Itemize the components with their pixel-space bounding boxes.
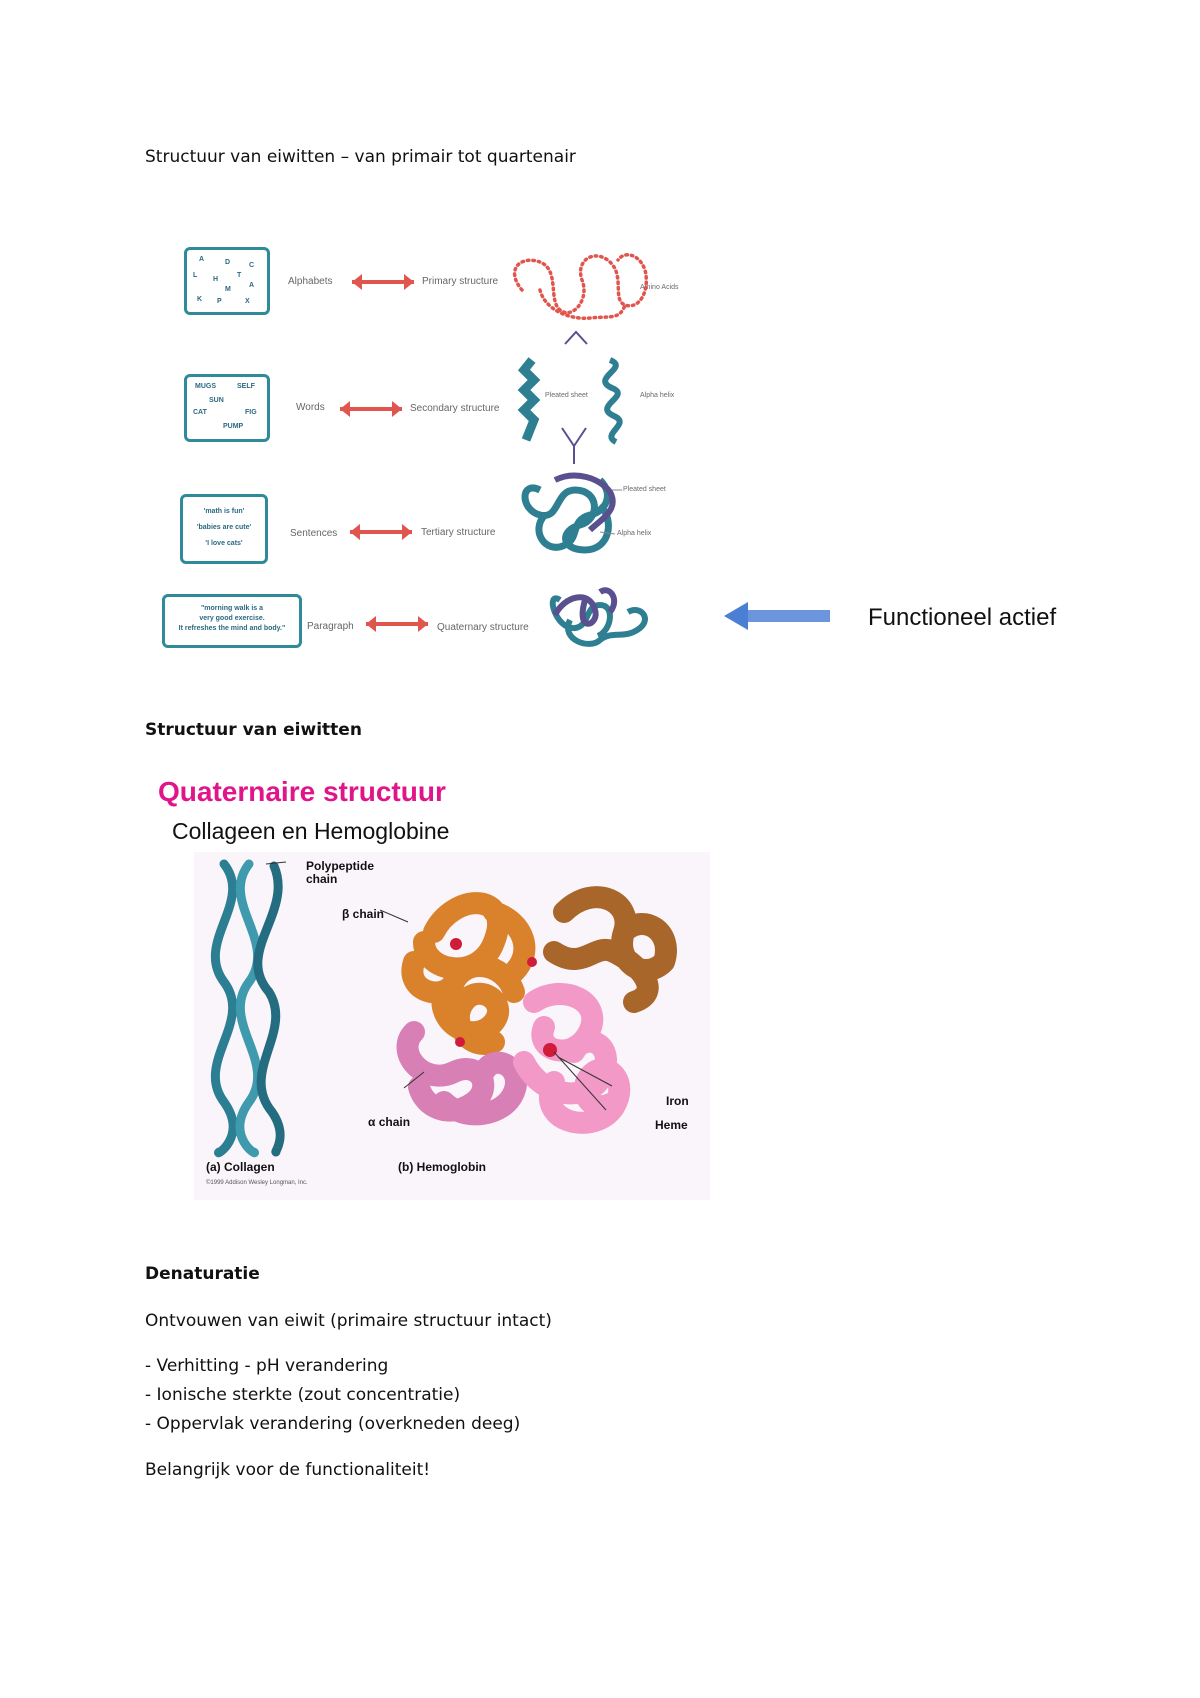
row-right-label: Primary structure: [422, 276, 499, 287]
sentences-box: 'math is fun' 'babies are cute' 'I love …: [180, 494, 268, 564]
tertiary-shape: [521, 477, 612, 554]
row-left-label: Alphabets: [288, 276, 333, 287]
alpha-helix-label: Alpha helix: [640, 392, 675, 399]
section-heading: Structuur van eiwitten: [145, 720, 362, 740]
alpha-chain-label: α chain: [368, 1115, 411, 1129]
figure-subtitle: Collageen en Hemoglobine: [172, 818, 450, 844]
structure-graphics: [340, 253, 830, 647]
sentence: 'I love cats': [205, 540, 243, 547]
word: SELF: [237, 383, 255, 390]
functional-active-label: Functioneel actief: [868, 604, 1057, 631]
polypeptide-label-line: chain: [306, 872, 338, 886]
quaternary-shape: [549, 595, 648, 647]
pleated-sheet-label: Pleated sheet: [545, 392, 588, 399]
collagen-caption: (a) Collagen: [206, 1160, 275, 1174]
paragraph-box: "morning walk is a very good exercise. I…: [162, 594, 302, 648]
letter: L: [193, 272, 198, 279]
polypeptide-label-line: Polypeptide: [306, 859, 375, 873]
row-left-label: Words: [296, 402, 325, 413]
row-right-label: Secondary structure: [410, 403, 500, 414]
double-arrows: [340, 274, 428, 632]
section-heading: Denaturatie: [145, 1264, 260, 1284]
intro-text: Ontvouwen van eiwit (primaire structuur …: [145, 1311, 552, 1331]
letter: A: [199, 256, 205, 263]
word: PUMP: [223, 423, 244, 430]
iron-label: Iron: [666, 1094, 689, 1108]
paragraph-line: It refreshes the mind and body.": [178, 625, 286, 632]
words-box: MUGS SELF SUN CAT FIG PUMP: [184, 374, 270, 442]
alphabet-box: A D C L H T M A K P X: [184, 247, 270, 315]
hemoglobin-chains: [396, 886, 677, 1134]
figure-title: Quaternaire structuur: [158, 776, 446, 807]
pleated-sheet-shape: [517, 357, 541, 442]
letter: C: [249, 262, 255, 269]
row-left-label: Sentences: [290, 528, 338, 539]
letter: P: [217, 298, 222, 305]
alpha-helix-label: Alpha helix: [617, 530, 652, 537]
conclusion-text: Belangrijk voor de functionaliteit!: [145, 1460, 431, 1480]
collagen-helix: [210, 859, 285, 1158]
page-heading: Structuur van eiwitten – van primair tot…: [145, 147, 576, 167]
list-item: - Ionische sterkte (zout concentratie): [145, 1385, 461, 1405]
word: FIG: [245, 409, 257, 416]
heme-label: Heme: [655, 1118, 688, 1132]
letter: K: [197, 296, 203, 303]
paragraph-line: "morning walk is a: [200, 605, 264, 612]
protein-illustration: [210, 859, 677, 1158]
letter: T: [237, 272, 242, 279]
polypeptide-label: Polypeptide chain: [306, 860, 374, 886]
word: MUGS: [195, 383, 216, 390]
leader-lines: [265, 861, 613, 1111]
copyright-note: ©1999 Addison Wesley Longman, Inc.: [206, 1180, 308, 1186]
sentence: 'babies are cute': [196, 524, 252, 531]
letter: A: [249, 282, 255, 289]
paragraph-line: very good exercise.: [199, 615, 265, 622]
letter: H: [213, 276, 219, 283]
pleated-sheet-label: Pleated sheet: [623, 486, 666, 493]
letter: X: [245, 298, 250, 305]
row-right-label: Tertiary structure: [421, 527, 496, 538]
heme-groups: [450, 938, 557, 1057]
functional-arrow: [724, 602, 830, 630]
letter: M: [225, 286, 231, 293]
sentence: 'math is fun': [203, 508, 245, 515]
amino-acids-label: Amino Acids: [640, 284, 679, 291]
beta-chain-label: β chain: [342, 907, 384, 921]
row-right-label: Quaternary structure: [437, 622, 529, 633]
amino-acid-chain: [512, 253, 648, 320]
alpha-helix-shape: [602, 357, 623, 445]
letter: D: [225, 259, 231, 266]
list-item: - Oppervlak verandering (overkneden deeg…: [145, 1414, 521, 1434]
hemoglobin-caption: (b) Hemoglobin: [398, 1160, 486, 1174]
word: SUN: [209, 397, 224, 404]
word: CAT: [193, 409, 207, 416]
list-item: - Verhitting - pH verandering: [145, 1356, 389, 1376]
row-left-label: Paragraph: [307, 621, 354, 632]
